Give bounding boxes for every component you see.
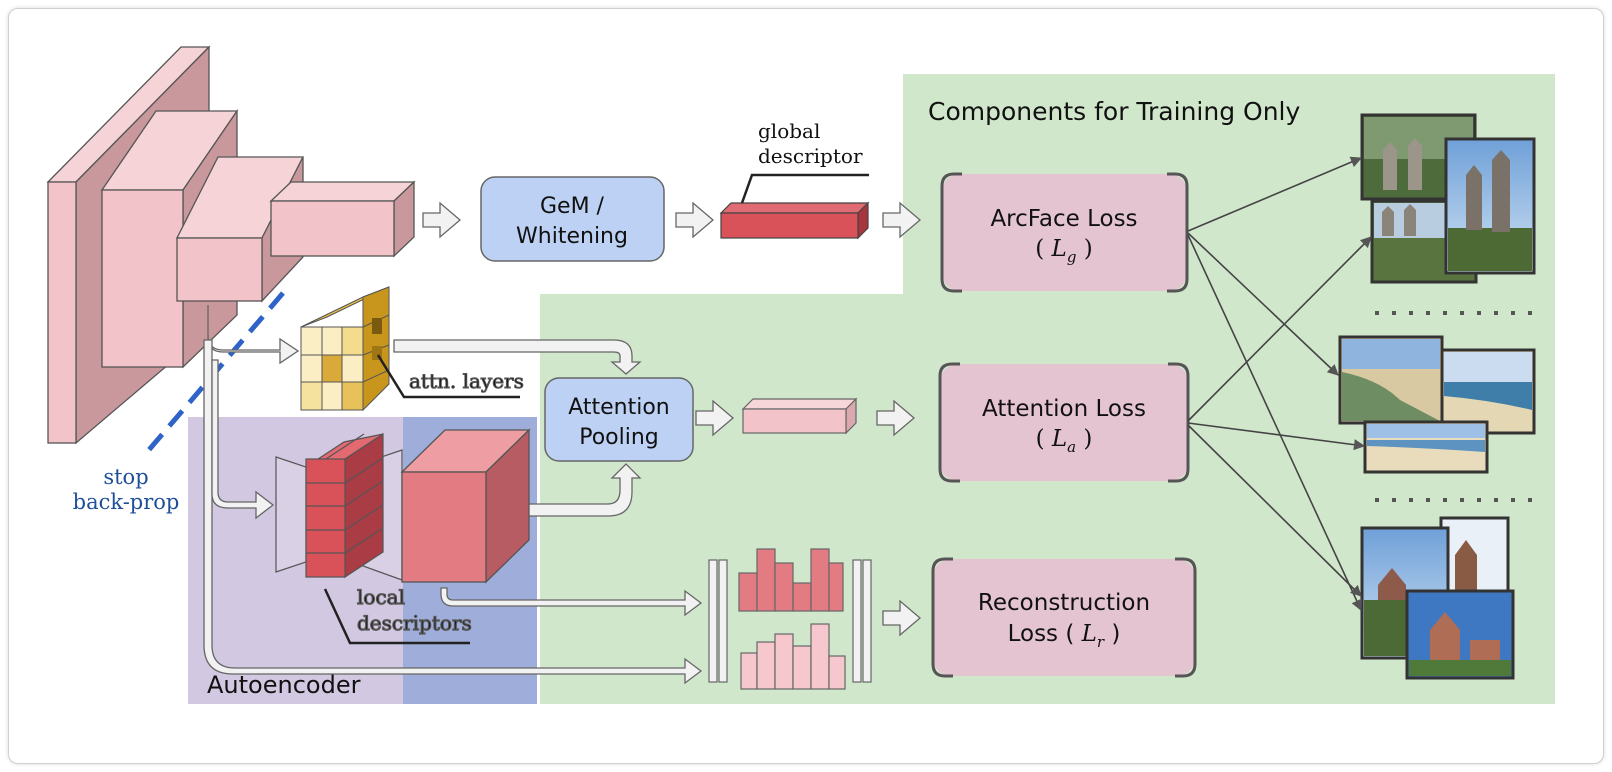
attention-loss-label: Attention Loss: [982, 396, 1146, 422]
global-descriptor: global descriptor: [719, 119, 870, 240]
reconstruction-loss-symbol: L: [1081, 621, 1097, 647]
arrow-attn-desc-to-loss: [876, 399, 916, 437]
reconstruction-loss-label: Reconstruction: [978, 590, 1150, 616]
stop-label: stop: [103, 465, 148, 489]
image-group-buildings: [1360, 516, 1515, 680]
attention-pooling-label-line2: Pooling: [579, 425, 659, 450]
gem-whitening-box: GeM / Whitening: [480, 176, 665, 262]
cnn-backbone: [46, 45, 416, 445]
arcface-loss-box: ArcFace Loss ( Lg ): [940, 172, 1189, 293]
local-descriptors-label-line1: local: [357, 585, 405, 609]
arrow-hist-to-recon: [882, 599, 922, 637]
svg-text:( Lg ): ( Lg ): [1035, 236, 1092, 266]
arrow-to-encoder: [211, 359, 275, 520]
image-group-monuments: [1360, 113, 1536, 284]
arrow-to-hist-top: [440, 587, 703, 617]
image-group-beaches: [1338, 335, 1536, 474]
arrow-gem-to-global: [675, 201, 715, 239]
attention-loss-box: Attention Loss ( La ): [938, 362, 1190, 483]
arrow-attn-to-pool: [393, 339, 642, 375]
global-descriptor-label-line1: global: [758, 119, 820, 143]
autoencoder-network: local descriptors: [275, 432, 472, 645]
arrow-pool-to-attn-desc: [695, 399, 735, 437]
training-region-title: Components for Training Only: [928, 97, 1300, 126]
gem-label-line1: GeM /: [540, 194, 605, 219]
attn-layers-label: attn. layers: [409, 369, 524, 393]
gem-label-line2: Whitening: [516, 224, 628, 249]
attention-layers-cube: attn. layers: [300, 286, 524, 412]
histogram-comparison: [708, 548, 872, 690]
svg-text:( La ): ( La ): [1036, 426, 1093, 456]
attention-pooling-label-line1: Attention: [568, 395, 670, 420]
loss-to-image-arrows: [1187, 156, 1372, 612]
global-descriptor-label-line2: descriptor: [758, 144, 863, 168]
attention-loss-symbol: L: [1051, 426, 1067, 452]
svg-text:Loss ( Lr ): Loss ( Lr ): [1008, 621, 1121, 651]
local-descriptors-label-line2: descriptors: [357, 611, 472, 635]
autoencoder-label: Autoencoder: [207, 671, 361, 699]
back-prop-label: back-prop: [73, 490, 180, 514]
arrow-to-hist-bottom: [203, 339, 703, 685]
arrow-cnn-to-gem: [422, 201, 462, 239]
reconstruction-loss-box: Reconstruction Loss ( Lr ): [931, 557, 1197, 678]
arcface-loss-label: ArcFace Loss: [990, 206, 1137, 232]
pooled-descriptor: [741, 397, 858, 435]
connector-arrows: [203, 201, 922, 685]
decoded-feature-cube: [400, 428, 531, 584]
arcface-loss-symbol: L: [1051, 236, 1067, 262]
attention-pooling-box: Attention Pooling: [544, 377, 694, 462]
arrow-global-to-arcface: [882, 201, 922, 239]
